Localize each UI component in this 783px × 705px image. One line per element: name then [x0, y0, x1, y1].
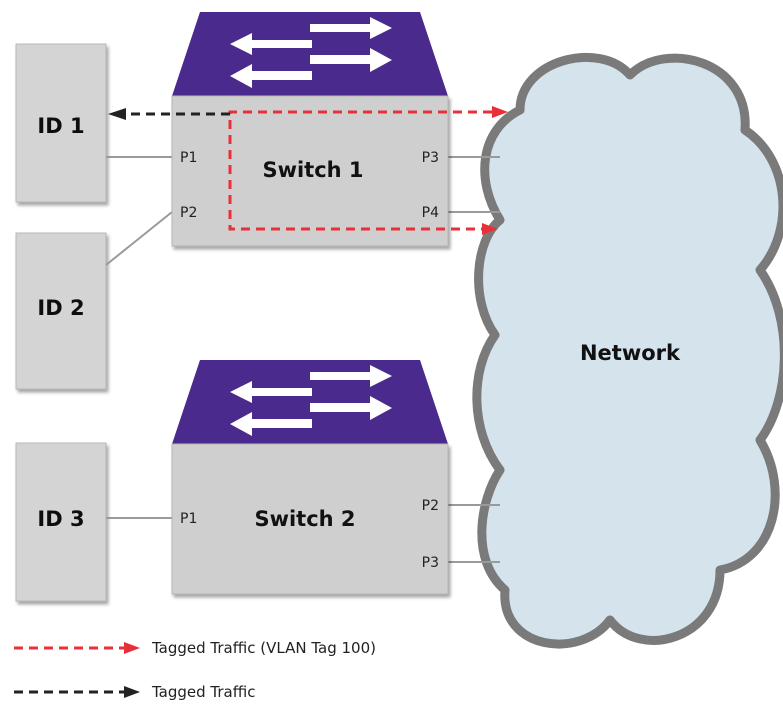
- switch-2-body: [171, 443, 449, 595]
- device-id2-label: ID 2: [37, 296, 84, 320]
- vlan-tagged-path: [228, 110, 492, 231]
- legend-tagged: Tagged Traffic: [14, 683, 256, 701]
- device-id2-box: [15, 232, 107, 390]
- switch-2-port-p3: P3: [422, 555, 439, 571]
- switch-2-label: Switch 2: [254, 507, 355, 531]
- arrow-right-icon: [310, 48, 392, 72]
- arrow-left-icon: [230, 64, 312, 88]
- device-id2: ID 2: [15, 232, 107, 390]
- arrow-left-icon: [230, 412, 312, 436]
- device-id1-label: ID 1: [37, 114, 84, 138]
- legend-vlan-tagged: Tagged Traffic (VLAN Tag 100): [14, 639, 376, 657]
- legend-tagged-label: Tagged Traffic: [151, 683, 256, 701]
- device-id1-box: [15, 43, 107, 203]
- traffic-paths: [108, 106, 508, 235]
- switch-2-port-p2: P2: [422, 498, 439, 514]
- tagged-arrowhead: [108, 108, 126, 120]
- legend-vlan-arrowhead: [124, 642, 140, 654]
- switch-1-arrows: [230, 17, 392, 88]
- switch-2: Switch 2 P1 P2 P3: [171, 360, 449, 595]
- switch-1: Switch 1 P1 P2 P3 P4: [171, 12, 449, 247]
- arrow-right-icon: [310, 365, 392, 387]
- arrow-left-icon: [230, 33, 312, 55]
- arrow-right-icon: [310, 396, 392, 420]
- switch-1-port-p3: P3: [422, 150, 439, 166]
- switch-1-port-p1: P1: [180, 150, 197, 166]
- legend-tagged-arrowhead: [124, 686, 140, 698]
- device-id3-label: ID 3: [37, 507, 84, 531]
- switch-1-body: [171, 95, 449, 247]
- vlan-arrowhead-top: [492, 106, 508, 118]
- arrow-right-icon: [310, 17, 392, 39]
- network-cloud: Network: [472, 52, 783, 649]
- cloud-shape: [472, 52, 783, 649]
- switch-1-port-p4: P4: [422, 205, 439, 221]
- arrow-left-icon: [230, 381, 312, 403]
- vlan-arrowhead-bottom: [482, 223, 498, 235]
- link-id2-sw1-p2: [105, 211, 173, 266]
- switch-1-port-p2: P2: [180, 205, 197, 221]
- switch-2-port-p1: P1: [180, 511, 197, 527]
- legend: Tagged Traffic (VLAN Tag 100) Tagged Tra…: [14, 639, 376, 701]
- device-id1: ID 1: [15, 43, 107, 203]
- device-id3: ID 3: [15, 442, 107, 602]
- connections: [105, 156, 500, 563]
- legend-vlan-label: Tagged Traffic (VLAN Tag 100): [151, 639, 376, 657]
- network-label: Network: [580, 341, 681, 365]
- switch-2-arrows: [230, 365, 392, 436]
- device-id3-box: [15, 442, 107, 602]
- switch-1-label: Switch 1: [262, 158, 363, 182]
